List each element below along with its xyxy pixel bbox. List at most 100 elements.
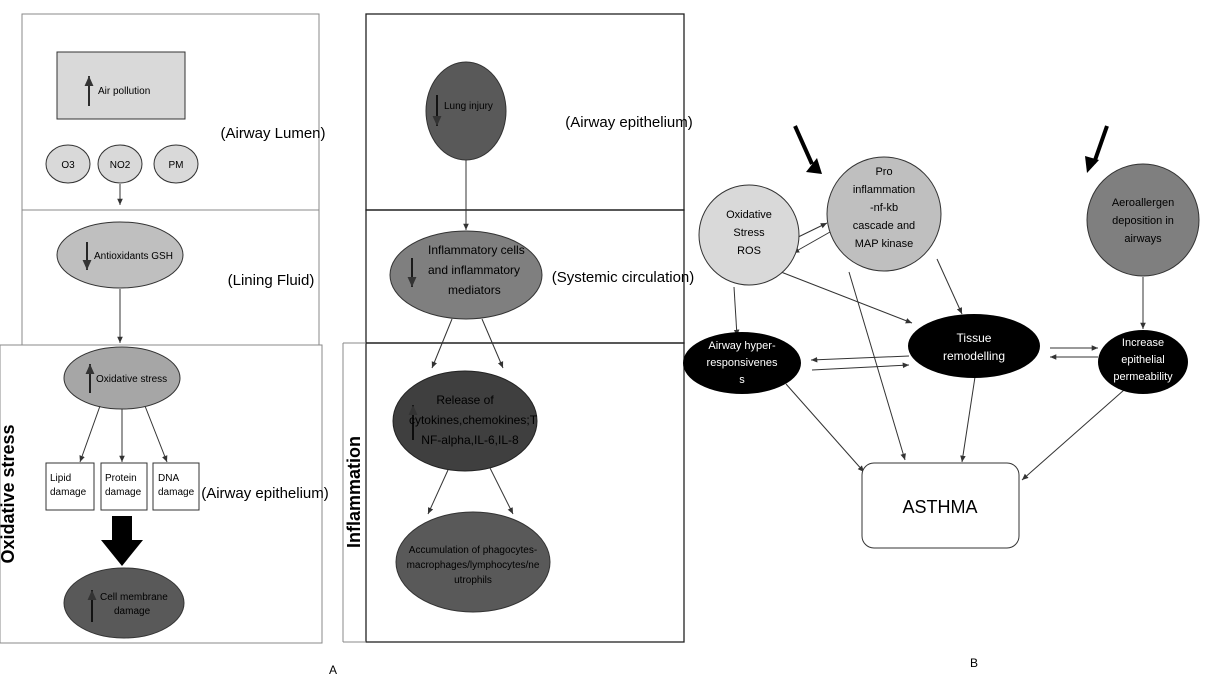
arrow-inflam-to-release-right xyxy=(481,318,504,369)
airway-hyper-node xyxy=(683,332,801,394)
ros-line1: Oxidative xyxy=(726,209,772,221)
aeroallergen-node xyxy=(1086,163,1200,277)
tissue-line1: Tissue xyxy=(957,331,992,345)
pro-line3: -nf-kb xyxy=(870,202,898,214)
arrow-tissue-to-hyper xyxy=(810,355,910,363)
lipid-damage-box xyxy=(45,462,95,511)
lipid-damage-line2: damage xyxy=(50,487,87,498)
ros-line3: ROS xyxy=(737,245,761,257)
pollutant-pm-label: PM xyxy=(169,160,184,171)
release-line3: NF-alpha,IL-6,IL-8 xyxy=(421,433,519,447)
accumulation-node xyxy=(395,511,551,613)
arrow-ros-to-tissue xyxy=(780,271,913,324)
arrow-ros-to-hyper xyxy=(733,286,740,337)
ros-node xyxy=(698,184,800,286)
aero-line2: deposition in xyxy=(1112,215,1174,227)
protein-damage-line2: damage xyxy=(105,487,142,498)
cell-membrane-line2: damage xyxy=(114,606,151,617)
air-pollution-box xyxy=(56,51,186,120)
arrow-pro-to-tissue xyxy=(936,258,963,315)
pollutant-o3-label: O3 xyxy=(61,160,75,171)
airway-epithelium-frame xyxy=(0,344,323,644)
inflammatory-cells-line1: Inflammatory cells xyxy=(428,243,525,257)
accumulation-line1: Accumulation of phagocytes- xyxy=(409,545,537,556)
arrow-to-lipid xyxy=(79,405,101,463)
lung-injury-label: Lung injury xyxy=(444,101,493,112)
perm-line1: Increase xyxy=(1122,337,1164,349)
thick-arrow-right-icon xyxy=(1085,156,1099,173)
big-down-arrow-icon xyxy=(101,516,143,566)
pro-inflammation-node xyxy=(826,156,942,272)
perm-line2: epithelial xyxy=(1121,354,1164,366)
hyper-line3: s xyxy=(739,374,745,386)
panel-b-caption: B xyxy=(970,656,978,670)
protein-damage-line1: Protein xyxy=(105,473,137,484)
lipid-damage-line1: Lipid xyxy=(50,473,71,484)
inflammation-column: Inflammation (Airway epithelium) (System… xyxy=(342,13,695,643)
oxidative-stress-label: Oxidative stress xyxy=(96,374,167,385)
accumulation-line2: macrophages/lymphocytes/ne xyxy=(407,560,540,571)
pro-line4: cascade and xyxy=(853,220,915,232)
dna-damage-line2: damage xyxy=(158,487,195,498)
arrow-inflam-to-release-left xyxy=(431,318,453,369)
pollutant-o3-node xyxy=(45,144,91,184)
oxidative-stress-column: Oxidative stress (Airway Lumen) (Lining … xyxy=(0,13,329,644)
asthma-label: ASTHMA xyxy=(902,497,977,517)
hyper-line1: Airway hyper- xyxy=(708,340,776,352)
pollutant-no2-label: NO2 xyxy=(110,160,131,171)
arrow-pro-to-asthma xyxy=(848,271,906,461)
dna-damage-box xyxy=(152,462,200,511)
region-systemic-circulation-label: (Systemic circulation) xyxy=(552,269,695,286)
release-line1: Release of xyxy=(436,393,494,407)
oxidative-stress-side-label: Oxidative stress xyxy=(0,424,18,563)
pro-line1: Pro xyxy=(875,166,892,178)
pollutant-pm-node xyxy=(153,144,199,184)
cell-membrane-line1: Cell membrane xyxy=(100,592,168,603)
region-airway-lumen-label: (Airway Lumen) xyxy=(220,125,325,142)
pollutant-no2-node xyxy=(97,144,143,184)
arrow-hyper-to-tissue xyxy=(811,362,910,371)
tissue-line2: remodelling xyxy=(943,349,1005,363)
epithelial-permeability-node xyxy=(1098,330,1188,394)
ros-line2: Stress xyxy=(733,227,765,239)
arrow-pro-to-ros xyxy=(792,231,831,254)
inflammatory-cells-line2: and inflammatory xyxy=(428,263,520,277)
air-pollution-label: Air pollution xyxy=(98,86,150,97)
inflammation-frame xyxy=(365,342,685,643)
perm-line3: permeability xyxy=(1113,371,1173,383)
arrow-tissue-to-asthma xyxy=(960,376,976,463)
inflam-region-airway-epithelium-label: (Airway epithelium) xyxy=(565,114,693,131)
thick-arrow-left-icon xyxy=(806,158,822,174)
inflam-airway-epithelium-frame xyxy=(365,13,685,211)
pro-line2: inflammation xyxy=(853,184,915,196)
antioxidants-label: Antioxidants GSH xyxy=(94,251,173,262)
thick-arrow-right-shaft xyxy=(1092,125,1109,164)
aero-line1: Aeroallergen xyxy=(1112,197,1174,209)
hyper-line2: responsivenes xyxy=(707,357,778,369)
region-lining-fluid-label: (Lining Fluid) xyxy=(228,272,315,289)
tissue-remodelling-node xyxy=(908,314,1040,378)
panel-a-caption: A xyxy=(329,663,337,677)
asthma-box xyxy=(861,462,1020,549)
inflammatory-cells-line3: mediators xyxy=(448,283,501,297)
aero-line3: airways xyxy=(1124,233,1162,245)
accumulation-line3: utrophils xyxy=(454,575,492,586)
panel-b: Oxidative Stress ROS Pro inflammation -n… xyxy=(683,125,1200,549)
antioxidants-node xyxy=(56,221,184,289)
inflammation-side-label: Inflammation xyxy=(344,436,364,548)
release-cytokines-node xyxy=(392,370,538,472)
arrow-release-to-accum-right xyxy=(489,467,514,515)
release-line2: cytokines,chemokines;T xyxy=(409,413,538,427)
region-airway-epithelium-label: (Airway epithelium) xyxy=(201,485,329,502)
arrow-hyper-to-asthma xyxy=(785,383,865,473)
arrow-permeability-to-asthma xyxy=(1021,389,1125,481)
arrow-release-to-accum-left xyxy=(427,469,449,515)
inflammatory-cells-node xyxy=(389,230,543,320)
cell-membrane-node xyxy=(63,567,185,639)
protein-damage-box xyxy=(100,462,148,511)
thick-arrow-left-shaft xyxy=(793,125,814,165)
pro-line5: MAP kinase xyxy=(855,238,914,250)
arrow-to-dna xyxy=(144,405,168,463)
dna-damage-line1: DNA xyxy=(158,473,179,484)
